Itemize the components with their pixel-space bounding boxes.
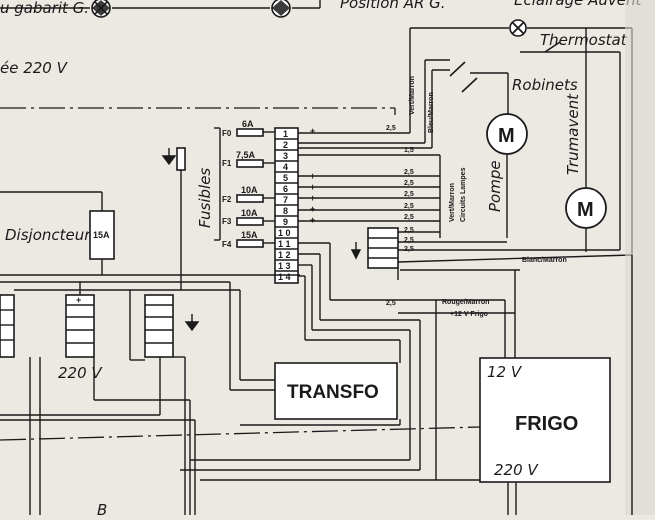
right-top-circuit: Thermostat Robinets M Pompe M Trumavent	[409, 19, 633, 255]
terminal-output-wires	[298, 125, 441, 238]
thermostat-switch-icon	[544, 41, 561, 53]
page-edge	[625, 0, 655, 515]
cross-section: 2,5	[404, 203, 414, 210]
disjoncteur-rating: 15A	[93, 230, 110, 240]
terminal-number: 5	[283, 173, 288, 183]
disjoncteur-label: Disjoncteur	[5, 226, 91, 244]
fuse-icon	[236, 159, 264, 168]
entree-220-label: ée 220 V	[0, 59, 69, 77]
dash-line	[0, 426, 481, 441]
left-connectors: + 220 V	[0, 294, 200, 382]
fuse-rating: 10A	[241, 185, 258, 195]
fuse-rating: 15A	[241, 230, 258, 240]
cross-section: 2,5	[404, 214, 414, 221]
fuse-block: Fusibles F0 6A F1 7,5A F2 10A F3 10A F4 …	[196, 119, 315, 284]
fuse-icon	[236, 194, 264, 203]
ground-arrow-icon	[350, 242, 362, 260]
fuse-icon	[236, 128, 264, 137]
position-ar-label: Position AR G.	[340, 0, 446, 12]
ground-arrow-icon	[184, 314, 200, 332]
fuse-rating: 10A	[241, 208, 258, 218]
fusibles-label: Fusibles	[196, 168, 214, 228]
transfo-label: TRANSFO	[287, 382, 379, 403]
thermostat-label: Thermostat	[540, 31, 628, 49]
fuse-icon	[236, 217, 264, 226]
frigo-12v-label: 12 V	[487, 363, 523, 381]
cross-section: 2,5	[404, 227, 414, 234]
trumavent-label: Trumavent	[564, 93, 582, 175]
gabarit-label: u gabarit G.	[0, 0, 89, 17]
terminal-number: 1 1	[278, 239, 291, 249]
robinets-label: Robinets	[512, 76, 578, 94]
top-lamp-row: u gabarit G. Position AR G. Eclairage Au…	[0, 0, 643, 77]
wire-label: Rouge/Marron	[442, 299, 489, 306]
lamp-icon	[271, 0, 291, 18]
plus-sign: +	[310, 215, 315, 225]
pompe-motor-icon: M	[486, 113, 528, 155]
eclairage-label: Eclairage Auvent	[514, 0, 643, 9]
cross-section: 2,5	[386, 300, 396, 307]
lamp-icon	[91, 0, 111, 18]
fuse-id: F2	[222, 195, 232, 204]
pompe-label: Pompe	[486, 160, 504, 212]
ground-arrow-icon	[161, 148, 177, 166]
transfo-box: TRANSFO	[274, 362, 398, 420]
plus-sign: +	[76, 295, 81, 305]
wire-label: Circuits Lampes	[460, 167, 467, 222]
cross-section: 2,5	[404, 169, 414, 176]
fuse-id: F1	[222, 159, 232, 168]
terminal-number: 1 3	[278, 261, 291, 271]
frigo-220v-label: 220 V	[494, 461, 539, 479]
terminal-number: 1 4	[278, 272, 291, 282]
terminal-numbers: 1 2 3 4 5 6 7 8 9 1 0 1 1 1 2 1 3 1 4	[275, 129, 298, 282]
left-bus-wires	[0, 274, 300, 515]
plus-sign: +	[310, 204, 315, 214]
motor-m-label: M	[498, 125, 515, 147]
fuse-rating: 6A	[242, 119, 254, 129]
motor-m-label: M	[577, 199, 594, 221]
fuse-id: F3	[222, 217, 232, 226]
terminal-number: 9	[283, 217, 288, 227]
terminal-number: 4	[283, 162, 288, 172]
wire-label: Bleu/Marron	[428, 92, 435, 133]
terminal-number: 1 2	[278, 250, 291, 260]
terminal-number: 2	[283, 140, 288, 150]
frigo-feed-wires	[180, 242, 516, 481]
terminal-number: 7	[283, 195, 288, 205]
cross-section: 2,5	[404, 237, 414, 244]
wire-label: Vert/Marron	[409, 76, 416, 115]
wire-label: Vert/Marron	[449, 183, 456, 222]
disjoncteur: Disjoncteur 15A	[0, 191, 115, 275]
bottom-b-label: B	[97, 501, 107, 515]
cross-section: 2,5	[386, 125, 396, 132]
frigo-label: FRIGO	[515, 413, 578, 435]
fuse-icon	[236, 239, 264, 248]
cross-section: 1,5	[404, 147, 414, 154]
fuse-id: F0	[222, 129, 232, 138]
terminal-number: 1 0	[278, 228, 291, 238]
terminal-number: 8	[283, 206, 288, 216]
lamp-icon	[509, 19, 527, 37]
robinets-switch-icon	[449, 61, 478, 93]
wire-label: +12 V Frigo	[450, 311, 488, 318]
cross-section: 2,5	[404, 191, 414, 198]
fuse-rating: 7,5A	[236, 150, 256, 160]
v220-left-label: 220 V	[58, 364, 103, 382]
plus-sign: +	[310, 126, 315, 136]
cross-section: 2,5	[404, 180, 414, 187]
wire-label: Blanc/Marron	[522, 257, 567, 264]
frigo-box: 12 V FRIGO 220 V	[479, 357, 611, 515]
fuse-id: F4	[222, 240, 232, 249]
terminal-number: 1	[283, 129, 288, 139]
terminal-number: 3	[283, 151, 288, 161]
terminal-number: 6	[283, 184, 288, 194]
ground-connector-block: Blanc/Marron	[350, 227, 633, 280]
trumavent-motor-icon: M	[565, 187, 607, 229]
inline-fuse	[161, 147, 186, 290]
